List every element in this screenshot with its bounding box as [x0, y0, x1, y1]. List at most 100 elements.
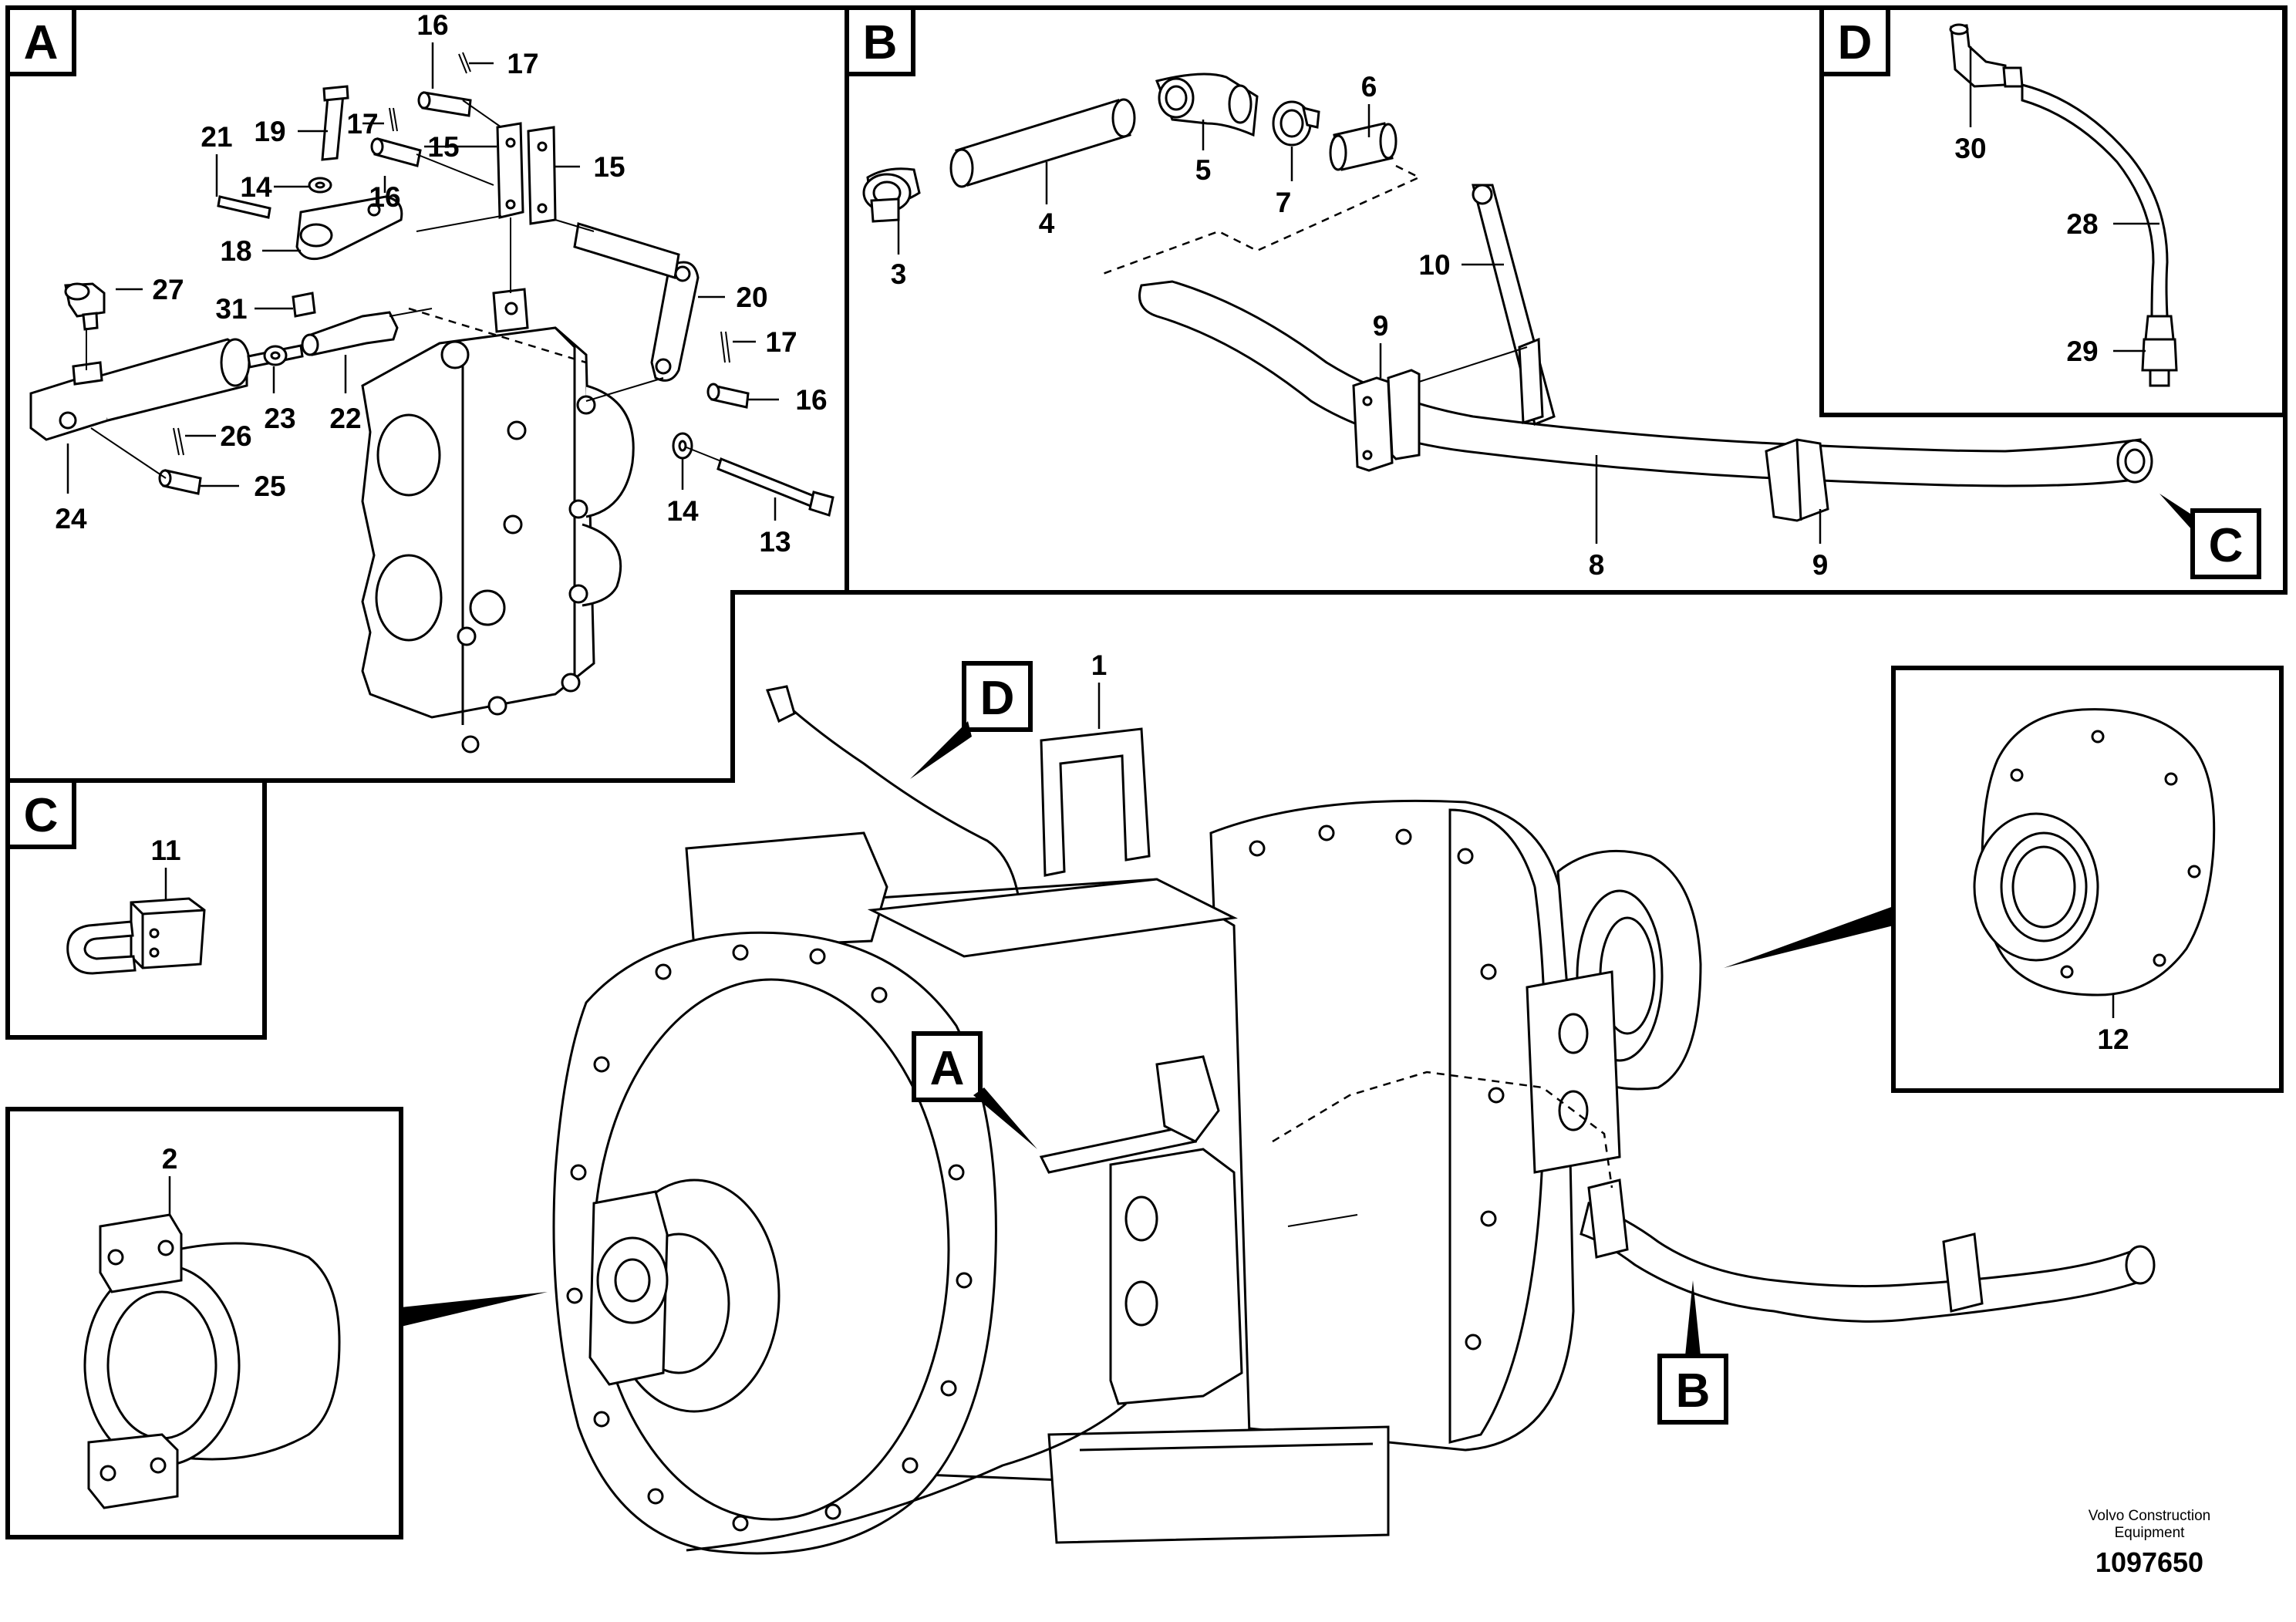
fitting-29: [2141, 315, 2178, 387]
callout-17-mid: 17: [346, 108, 378, 140]
callout-30: 30: [1954, 133, 1986, 164]
washer-14b: [672, 432, 693, 460]
callout-31: 31: [215, 293, 247, 325]
lever-20: [573, 222, 700, 382]
yoke-2: [83, 1213, 341, 1509]
pointer-tag-a: A: [912, 1031, 1037, 1149]
callout-23: 23: [264, 403, 295, 434]
pin-16-right: [706, 383, 750, 409]
panel-a-center-lines: [86, 99, 722, 479]
svg-text:D: D: [980, 672, 1015, 725]
callout-11: 11: [150, 835, 180, 866]
callout-14-bottom: 14: [666, 495, 699, 527]
leader-lines: [66, 42, 2159, 1215]
svg-text:D: D: [1838, 16, 1873, 69]
callout-8: 8: [1589, 549, 1605, 581]
cotter-26: [173, 427, 184, 456]
callout-13: 13: [759, 526, 791, 558]
publisher-name-line2: Equipment: [2114, 1525, 2185, 1541]
callout-14-top: 14: [240, 171, 272, 203]
pointer-tag-d: D: [910, 661, 1033, 779]
callout-2: 2: [162, 1143, 178, 1175]
panel-d-frame: [1819, 5, 2287, 417]
section-label-a: A: [5, 5, 76, 76]
callout-16-right: 16: [795, 384, 827, 416]
callout-16-top: 16: [416, 9, 448, 41]
callout-labels: 1 2 3 4 5 6 7 8 9 9 10 11 12 13 14 14 15…: [55, 9, 2129, 1175]
callout-3: 3: [891, 258, 907, 290]
svg-text:C: C: [2209, 519, 2244, 572]
valve-housing: [361, 288, 635, 754]
svg-text:A: A: [930, 1042, 965, 1095]
fitting-27: [64, 282, 106, 331]
callout-7: 7: [1276, 187, 1292, 218]
washer-14a: [308, 177, 332, 194]
callout-22: 22: [329, 403, 361, 434]
transmission-assembly: [552, 685, 2156, 1555]
callout-16-mid: 16: [369, 181, 400, 213]
callout-20: 20: [736, 282, 767, 313]
callout-28: 28: [2066, 208, 2098, 240]
svg-text:A: A: [24, 16, 59, 69]
clevis-22: [301, 311, 399, 356]
callout-25: 25: [254, 470, 285, 502]
hose-4: [949, 98, 1136, 188]
pins-16-top: [370, 91, 472, 167]
plug-3: [862, 167, 921, 223]
pin-25: [158, 469, 202, 495]
publisher-name: Volvo Construction Equipment: [2053, 1508, 2246, 1542]
svg-text:B: B: [1676, 1364, 1711, 1418]
callout-17-top: 17: [507, 48, 538, 79]
hose-8: [1138, 280, 2153, 487]
clamp-9b: [1765, 438, 1829, 522]
callout-10: 10: [1418, 249, 1450, 281]
pin-21: [217, 195, 271, 219]
flange-12: [1973, 708, 2216, 996]
drawing-number: 1097650: [2095, 1546, 2204, 1578]
pointer-tag-b: B: [1657, 1280, 1728, 1425]
callout-27: 27: [152, 274, 184, 305]
panel-12-frame: [1891, 666, 2284, 1093]
bolt-13: [716, 457, 834, 517]
section-label-b: B: [845, 5, 915, 76]
cylinder-24: [29, 338, 304, 441]
panel-c-frame: [5, 778, 267, 1040]
callout-15-right: 15: [593, 151, 625, 183]
callout-17-right: 17: [765, 326, 797, 358]
cotter-pins-17: [389, 52, 730, 363]
rod-end-18: [295, 195, 403, 261]
callout-1: 1: [1091, 649, 1108, 681]
elbow-5: [1155, 73, 1259, 137]
pin-19: [321, 85, 349, 161]
callout-4: 4: [1039, 207, 1055, 239]
callout-26: 26: [220, 420, 251, 452]
callout-15-left: 15: [427, 131, 459, 163]
svg-text:C: C: [24, 789, 59, 842]
detail-12-pointer: [1724, 906, 1893, 968]
clamp-9a: [1352, 369, 1421, 472]
callout-6: 6: [1361, 71, 1377, 103]
callout-24: 24: [55, 503, 87, 534]
detail-2-pointer: [401, 1292, 548, 1327]
section-label-c: C: [5, 778, 76, 849]
publisher-name-line1: Volvo Construction: [2088, 1508, 2211, 1524]
callout-12: 12: [2097, 1023, 2129, 1055]
fitting-30: [1949, 23, 2024, 88]
svg-text:B: B: [863, 16, 898, 69]
linkage-brackets: [496, 122, 557, 293]
bracket-10: [1418, 184, 1556, 427]
callout-29: 29: [2066, 336, 2098, 367]
callout-5: 5: [1195, 154, 1212, 186]
clamp-7: [1272, 100, 1320, 147]
sleeve-6: [1329, 122, 1397, 171]
hose-28: [2021, 83, 2169, 318]
callout-19: 19: [254, 116, 285, 147]
section-label-d: D: [1819, 5, 1890, 76]
panel-b-frame: [845, 5, 2288, 595]
callout-9-bottom: 9: [1812, 549, 1829, 581]
padlock-11: [66, 897, 206, 975]
nut-31: [292, 292, 316, 318]
callout-18: 18: [220, 235, 251, 267]
nut-23: [263, 345, 288, 366]
